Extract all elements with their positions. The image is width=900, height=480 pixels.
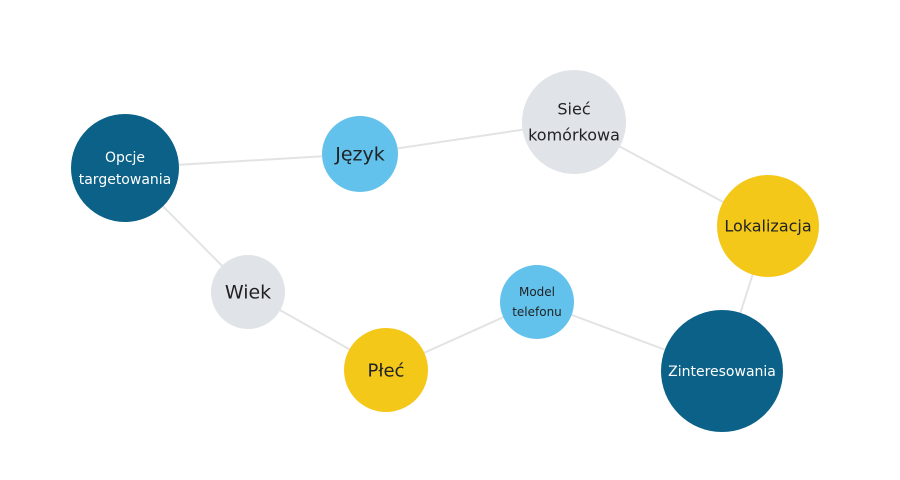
node-circle-opcje	[71, 114, 179, 222]
node-circle-siec	[522, 70, 626, 174]
node-label-opcje: targetowania	[79, 172, 172, 188]
node-label-model: Model	[519, 285, 555, 299]
node-label-plec: Płeć	[368, 360, 405, 381]
connector-lines	[124, 121, 769, 372]
node-circle-jezyk	[322, 116, 398, 192]
node-label-zainteresowania: Zinteresowania	[668, 364, 776, 380]
node-label-siec: komórkowa	[528, 126, 620, 145]
node-label-model: telefonu	[512, 305, 562, 319]
node-label-wiek: Wiek	[225, 282, 271, 304]
node-opcje: Opcje targetowania	[71, 114, 179, 222]
node-zainteresowania: Zinteresowania	[661, 310, 783, 432]
node-label-siec: Sieć	[557, 100, 590, 119]
node-wiek: Wiek	[211, 255, 285, 329]
node-circle-wiek	[211, 255, 285, 329]
node-siec: Sieć komórkowa	[522, 70, 626, 174]
node-circle-lokalizacja	[717, 175, 819, 277]
node-circle-plec	[344, 328, 428, 412]
node-label-jezyk: Język	[334, 144, 385, 166]
topic-nodes: Opcje targetowania Język Sieć komórkowaLokal…	[71, 70, 819, 432]
node-jezyk: Język	[322, 116, 398, 192]
node-plec: Płeć	[344, 328, 428, 412]
node-label-lokalizacja: Lokalizacja	[724, 217, 811, 236]
node-label-opcje: Opcje	[105, 150, 145, 166]
node-circle-model	[500, 265, 574, 339]
node-model: Model telefonu	[500, 265, 574, 339]
node-lokalizacja: Lokalizacja	[717, 175, 819, 277]
node-circle-zainteresowania	[661, 310, 783, 432]
